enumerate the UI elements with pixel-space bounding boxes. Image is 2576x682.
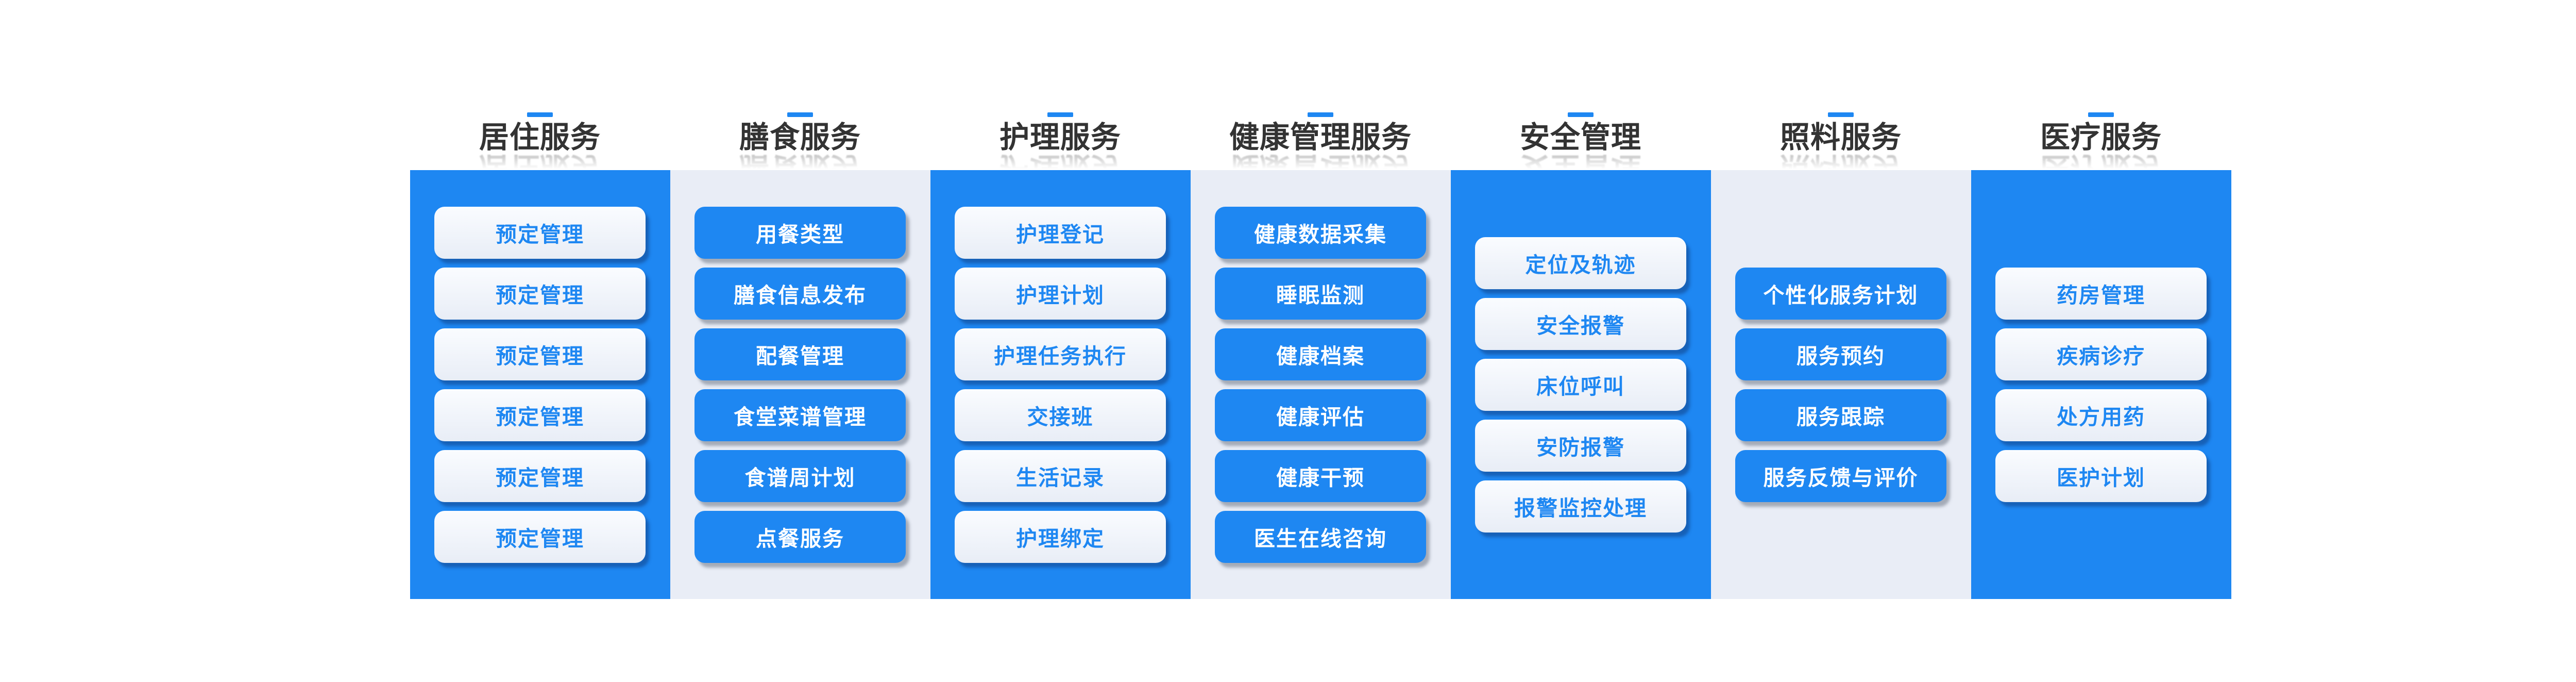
- service-item: 服务跟踪: [1735, 389, 1946, 441]
- service-item: 健康评估: [1215, 389, 1426, 441]
- column-title: 护理服务: [999, 121, 1121, 154]
- service-item: 生活记录: [955, 450, 1166, 502]
- service-item: 配餐管理: [694, 328, 906, 380]
- service-item: 食谱周计划: [694, 450, 906, 502]
- column-header: 膳食服务 膳食服务: [670, 112, 930, 185]
- service-item: 安防报警: [1475, 419, 1686, 472]
- column-header: 医疗服务 医疗服务: [1971, 112, 2231, 185]
- accent-dash-icon: [1047, 112, 1073, 117]
- column-panel: 用餐类型 膳食信息发布 配餐管理 食堂菜谱管理 食谱周计划 点餐服务: [670, 170, 930, 599]
- service-item: 预定管理: [434, 328, 646, 380]
- service-item: 预定管理: [434, 267, 646, 320]
- service-item: 护理绑定: [955, 510, 1166, 563]
- service-item: 个性化服务计划: [1735, 267, 1946, 320]
- accent-dash-icon: [1828, 112, 1854, 117]
- column-panel: 药房管理 疾病诊疗 处方用药 医护计划: [1971, 170, 2231, 599]
- service-item: 医生在线咨询: [1215, 510, 1426, 563]
- service-item: 健康档案: [1215, 328, 1426, 380]
- column-header: 照料服务 照料服务: [1711, 112, 1971, 185]
- service-item: 健康干预: [1215, 450, 1426, 502]
- column-header: 居住服务 居住服务: [410, 112, 670, 185]
- service-item: 处方用药: [1995, 389, 2207, 441]
- column-medical-services: 医疗服务 医疗服务 药房管理 疾病诊疗 处方用药 医护计划: [1971, 112, 2231, 599]
- service-item: 预定管理: [434, 510, 646, 563]
- accent-dash-icon: [787, 112, 813, 117]
- accent-dash-icon: [2088, 112, 2114, 117]
- service-item: 护理登记: [955, 206, 1166, 259]
- accent-dash-icon: [1568, 112, 1594, 117]
- column-care-services: 照料服务 照料服务 个性化服务计划 服务预约 服务跟踪 服务反馈与评价: [1710, 112, 1971, 599]
- service-item: 医护计划: [1995, 450, 2207, 502]
- service-item: 膳食信息发布: [694, 267, 906, 320]
- service-item: 预定管理: [434, 206, 646, 259]
- service-item: 安全报警: [1475, 297, 1686, 350]
- service-item: 预定管理: [434, 450, 646, 502]
- column-title: 居住服务: [479, 121, 601, 154]
- column-panel: 健康数据采集 睡眠监测 健康档案 健康评估 健康干预 医生在线咨询: [1190, 170, 1451, 599]
- column-title: 膳食服务: [739, 121, 861, 154]
- column-header: 健康管理服务 健康管理服务: [1191, 112, 1451, 185]
- service-item: 预定管理: [434, 389, 646, 441]
- service-item: 药房管理: [1995, 267, 2207, 320]
- service-item: 用餐类型: [694, 206, 906, 259]
- column-header: 护理服务 护理服务: [930, 112, 1191, 185]
- column-panel: 个性化服务计划 服务预约 服务跟踪 服务反馈与评价: [1710, 170, 1971, 599]
- service-item: 定位及轨迹: [1475, 237, 1686, 289]
- accent-dash-icon: [1308, 112, 1333, 117]
- columns-row: 居住服务 居住服务 预定管理 预定管理 预定管理 预定管理 预定管理 预定管理 …: [410, 0, 2231, 599]
- column-header: 安全管理 安全管理: [1451, 112, 1711, 185]
- service-item: 食堂菜谱管理: [694, 389, 906, 441]
- column-title: 照料服务: [1780, 121, 1902, 154]
- column-meal-services: 膳食服务 膳食服务 用餐类型 膳食信息发布 配餐管理 食堂菜谱管理 食谱周计划 …: [670, 112, 930, 599]
- column-residence-services: 居住服务 居住服务 预定管理 预定管理 预定管理 预定管理 预定管理 预定管理: [410, 112, 670, 599]
- service-item: 疾病诊疗: [1995, 328, 2207, 380]
- column-panel: 预定管理 预定管理 预定管理 预定管理 预定管理 预定管理: [410, 170, 670, 599]
- service-item: 床位呼叫: [1475, 358, 1686, 411]
- column-security-management: 安全管理 安全管理 定位及轨迹 安全报警 床位呼叫 安防报警 报警监控处理: [1450, 112, 1711, 599]
- column-nursing-services: 护理服务 护理服务 护理登记 护理计划 护理任务执行 交接班 生活记录 护理绑定: [930, 112, 1191, 599]
- service-item: 睡眠监测: [1215, 267, 1426, 320]
- column-panel: 护理登记 护理计划 护理任务执行 交接班 生活记录 护理绑定: [930, 170, 1191, 599]
- accent-dash-icon: [527, 112, 553, 117]
- column-panel: 定位及轨迹 安全报警 床位呼叫 安防报警 报警监控处理: [1450, 170, 1711, 599]
- service-item: 护理计划: [955, 267, 1166, 320]
- service-item: 服务预约: [1735, 328, 1946, 380]
- service-item: 服务反馈与评价: [1735, 450, 1946, 502]
- service-item: 健康数据采集: [1215, 206, 1426, 259]
- service-item: 报警监控处理: [1475, 480, 1686, 533]
- service-item: 护理任务执行: [955, 328, 1166, 380]
- column-health-management-services: 健康管理服务 健康管理服务 健康数据采集 睡眠监测 健康档案 健康评估 健康干预…: [1190, 112, 1451, 599]
- column-title: 健康管理服务: [1229, 121, 1412, 154]
- column-title: 医疗服务: [2040, 121, 2162, 154]
- column-title: 安全管理: [1519, 121, 1641, 154]
- service-item: 点餐服务: [694, 510, 906, 563]
- service-item: 交接班: [955, 389, 1166, 441]
